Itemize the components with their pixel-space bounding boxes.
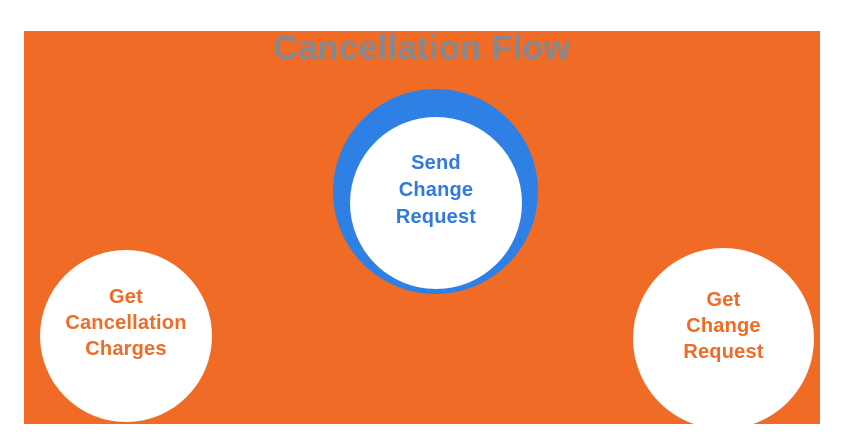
node-label-send-change-request: Send Change Request bbox=[395, 151, 477, 228]
node-get-change-request[interactable]: Get Change Request bbox=[633, 248, 814, 424]
node-label-get-change-request: Get Change Request bbox=[683, 288, 764, 363]
diagram-canvas: Cancellation Flow Send Change Request Ge… bbox=[24, 31, 820, 424]
diagram-title: Cancellation Flow bbox=[273, 31, 571, 67]
node-send-change-request[interactable]: Send Change Request bbox=[350, 117, 522, 289]
node-get-cancellation-charges[interactable]: Get Cancellation Charges bbox=[40, 250, 212, 422]
node-label-get-cancellation-charges: Get Cancellation Charges bbox=[65, 286, 187, 360]
